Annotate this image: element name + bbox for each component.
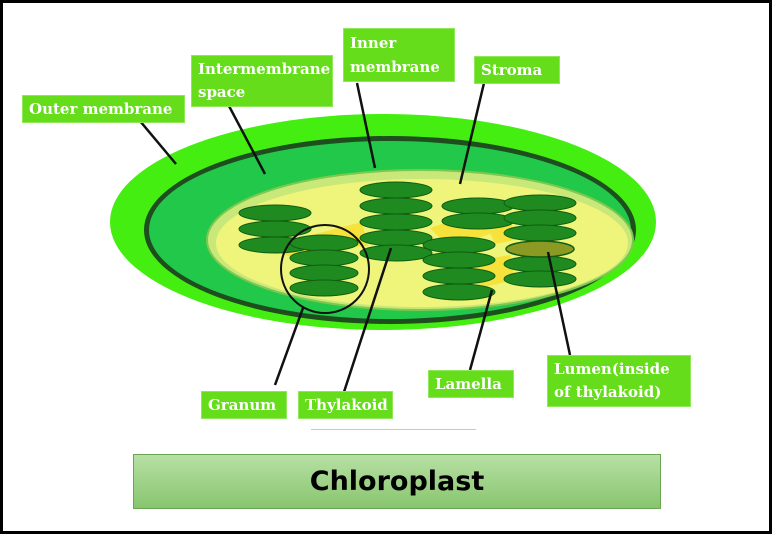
pointer-stroma — [458, 82, 486, 185]
label-inner-membrane: Inner membrane — [343, 28, 455, 82]
grana — [238, 181, 577, 301]
thylakoid-disc — [238, 204, 312, 222]
thylakoid-disc — [503, 224, 577, 242]
label-stroma-text: Stroma — [481, 61, 543, 79]
thylakoid-disc — [289, 249, 359, 267]
label-outer-membrane: Outer membrane — [22, 95, 185, 123]
lumen-disc — [505, 240, 575, 258]
thylakoid-disc — [503, 270, 577, 288]
label-lumen-line2: of thylakoid) — [554, 383, 662, 401]
pointer-thylakoid — [341, 247, 393, 396]
thylakoid-disc — [289, 279, 359, 297]
thylakoid-disc — [422, 251, 496, 269]
label-lumen: Lumen(inside of thylakoid) — [547, 355, 691, 407]
label-intermembrane-space: Intermembrane space — [191, 55, 333, 107]
label-lamella: Lamella — [428, 370, 514, 398]
thylakoid-disc — [422, 283, 496, 301]
thylakoid-disc — [289, 264, 359, 282]
pointer-lamella — [468, 289, 494, 371]
thylakoid-disc — [503, 209, 577, 227]
diagram-title: Chloroplast — [309, 466, 485, 497]
granum-circle — [280, 224, 370, 314]
label-inner-line2: membrane — [350, 58, 440, 76]
label-intermembrane-line2: space — [198, 83, 246, 101]
thylakoid-disc — [503, 194, 577, 212]
label-intermembrane-line1: Intermembrane — [198, 60, 331, 78]
thylakoid-disc — [359, 213, 433, 231]
thylakoid-disc — [359, 181, 433, 199]
title-box: Chloroplast — [133, 454, 661, 509]
thylakoid-disc — [441, 197, 515, 215]
label-thylakoid: Thylakoid — [298, 391, 393, 419]
label-lamella-text: Lamella — [435, 375, 502, 393]
label-outer-membrane-text: Outer membrane — [29, 100, 173, 118]
pointer-lumen — [546, 251, 572, 356]
thylakoid-disc — [441, 212, 515, 230]
thylakoid-disc — [359, 197, 433, 215]
thylakoid-disc — [422, 236, 496, 254]
thylakoid-disc — [289, 234, 359, 252]
thylakoid-disc — [359, 229, 433, 247]
thylakoid-disc — [422, 267, 496, 285]
thylakoid-disc — [503, 255, 577, 273]
pointer-intermembrane — [227, 105, 267, 175]
pointer-lines — [139, 82, 572, 396]
label-stroma: Stroma — [474, 56, 560, 84]
pointer-inner-membrane — [355, 82, 377, 169]
label-granum: Granum — [201, 391, 287, 419]
label-inner-line1: Inner — [350, 34, 397, 52]
divider-line — [311, 429, 476, 430]
label-thylakoid-text: Thylakoid — [305, 396, 388, 414]
thylakoid-disc — [238, 220, 312, 238]
pointer-outer-membrane — [139, 120, 177, 165]
thylakoid-disc — [359, 244, 433, 262]
label-granum-text: Granum — [208, 396, 277, 414]
pointer-granum — [273, 307, 305, 386]
label-lumen-line1: Lumen(inside — [554, 360, 670, 378]
